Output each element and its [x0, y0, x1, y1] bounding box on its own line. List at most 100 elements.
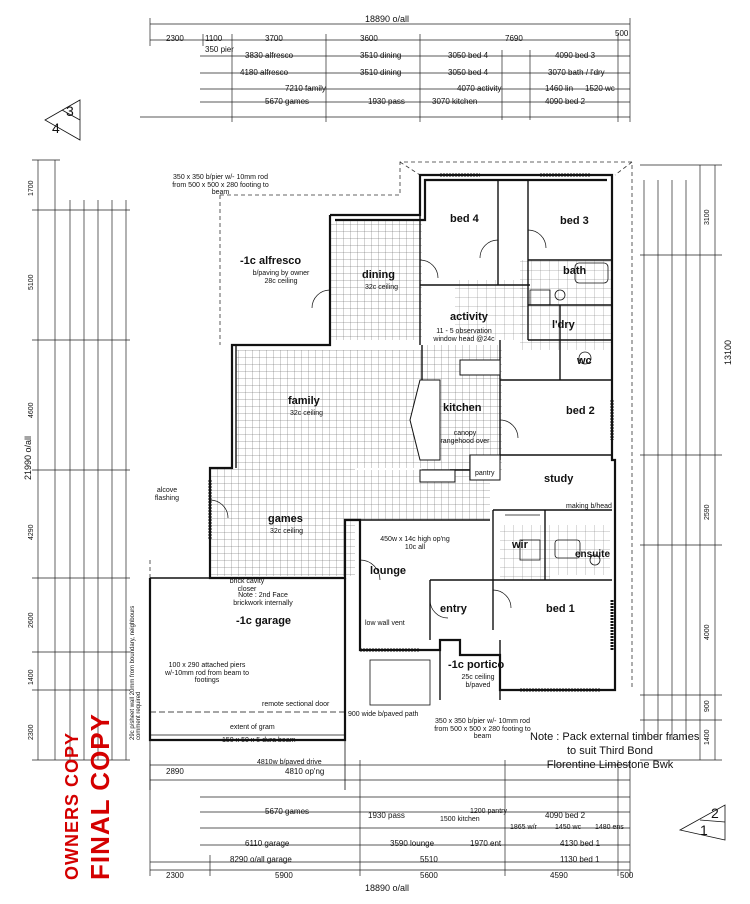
note-line-1: to suit Third Bond	[566, 745, 653, 757]
room-games-note: 32c ceiling	[270, 528, 304, 535]
room-garage: -1c garage	[236, 615, 292, 627]
room-dining-note: 32c ceiling	[365, 284, 399, 291]
top-dimension-lines	[140, 18, 631, 122]
right-seg-4: 1400	[704, 729, 711, 745]
left-seg-6: 2300	[28, 724, 35, 740]
bottom-row1-3: 1865 w/r	[510, 824, 537, 831]
driveway-note: 4810w b/paved drive	[257, 759, 322, 766]
room-activity-note: 11 - 5 observation window head @24c	[433, 328, 495, 343]
left-seg-1: 5100	[28, 274, 35, 290]
bottom-row2-0: 6110 garage	[245, 839, 290, 848]
bottom-row1-5: 1480 ens	[595, 824, 624, 831]
left-seg-3: 4290	[28, 524, 35, 540]
top-row0-2: 3510 dining	[360, 51, 402, 60]
garage-front	[149, 659, 431, 790]
right-dimension-lines	[640, 164, 722, 761]
left-seg-2: 4600	[28, 402, 35, 418]
bottom-row3-0: 8290 o/all garage	[230, 855, 292, 864]
left-seg-5: 1400	[28, 669, 35, 685]
remote-door-note: remote sectional door	[262, 701, 330, 708]
top-row2-0: 7210 family	[285, 84, 326, 93]
room-alfresco-note: b/paving by owner 28c ceiling	[252, 270, 310, 285]
top-row0-3: 3050 bed 4	[448, 51, 489, 60]
attached-piers-note: 100 x 290 attached piers w/-10mm rod fro…	[164, 662, 250, 685]
top-row1-0: 4180 alfresco	[240, 68, 289, 77]
final-copy-stamp: OWNERS COPY FINAL COPY	[62, 713, 116, 880]
room-activity: activity	[450, 311, 488, 323]
right-seg-1: 2590	[704, 504, 711, 520]
note-line-0: Note : Pack external timber frames	[530, 731, 700, 743]
room-kitchen: kitchen	[443, 402, 482, 414]
top-seg-3: 3600	[360, 34, 378, 43]
pier-note-bottom: 350 x 350 b/pier w/- 10mm rod from 500 x…	[434, 718, 531, 741]
room-wir: wir	[512, 539, 528, 551]
bottom-seg-3: 4590	[550, 871, 568, 880]
bottom-row3-2: 1130 bed 1	[560, 855, 600, 864]
right-seg-3: 900	[704, 700, 711, 712]
beam-note: 150 x 50 x 5 dura beam	[222, 737, 296, 744]
room-garage-note: Note : 2nd Face brickwork internally	[233, 592, 293, 607]
page-mark-top-a: 3	[66, 103, 74, 119]
room-bed4: bed 4	[450, 213, 479, 225]
bottom-row1-4: 1450 wc	[555, 824, 582, 831]
bottom-row1-2: 1200 pantry	[470, 808, 507, 815]
fixtures	[505, 262, 609, 566]
bottom-row2-3: 4130 bed 1	[560, 839, 601, 848]
left-dimension-lines	[32, 159, 130, 761]
top-row3-2: 3070 kitchen	[432, 97, 478, 106]
low-wall-note: low wall vent	[365, 620, 405, 627]
makings-note: making b/head	[566, 503, 612, 510]
left-seg-0: 1700	[28, 180, 35, 196]
room-wc: wc	[577, 355, 592, 367]
kitchen-benches	[409, 359, 501, 483]
top-seg-5: 500	[615, 29, 629, 38]
bottom-row0-0: 2890	[166, 767, 184, 776]
left-seg-4: 2600	[28, 612, 35, 628]
room-games: games	[268, 513, 303, 525]
top-row2-3: 1520 wc	[585, 84, 615, 93]
top-row0-0: 350 pier	[205, 45, 234, 54]
note-line-2: Florentine Limestone Bwk	[546, 759, 674, 771]
top-seg-0: 2300	[166, 34, 184, 43]
room-portico: -1c portico	[448, 659, 505, 671]
doors	[209, 229, 547, 619]
room-ldry: l'dry	[552, 319, 575, 331]
room-alfresco: -1c alfresco	[240, 255, 302, 267]
page-marks	[44, 99, 726, 841]
alcove-note: alcove flashing	[154, 487, 180, 502]
bottom-total-dim: 18890 o/all	[365, 883, 410, 893]
top-seg-2: 3700	[265, 34, 283, 43]
room-kitchen-note: canopy rangehood over	[440, 430, 490, 445]
left-total-dim: 21990 o/all	[23, 435, 33, 480]
bottom-row2-2: 1970 ent	[470, 839, 502, 848]
bottom-row0-1: 4810 op'ng	[285, 767, 325, 776]
bottom-row3-1: 5510	[420, 855, 438, 864]
stamp-line2: FINAL COPY	[85, 713, 115, 880]
windows	[208, 173, 614, 692]
top-row3-0: 5670 games	[265, 97, 310, 106]
top-row1-1: 3510 dining	[360, 68, 402, 77]
bottom-row0-3: 4090 bed 2	[545, 811, 586, 820]
top-row0-1: 3830 alfresco	[245, 51, 294, 60]
room-bath: bath	[563, 265, 587, 277]
pantry-note: pantry	[475, 470, 495, 477]
page-mark-bottom-b: 1	[700, 822, 708, 838]
stamp-line1: OWNERS COPY	[62, 731, 82, 880]
top-row3-1: 1930 pass	[368, 97, 405, 106]
top-row2-1: 4070 activity	[457, 84, 502, 93]
room-entry: entry	[440, 603, 467, 615]
pier-note: 350 x 350 b/pier w/- 10mm rod from 500 x…	[172, 174, 269, 197]
right-seg-0: 3100	[704, 209, 711, 225]
bottom-seg-1: 5900	[275, 871, 293, 880]
top-row1-2: 3050 bed 4	[448, 68, 489, 77]
boundary-note: 29c p/sheet wall 20mm from boundary, nei…	[130, 605, 142, 740]
room-family-note: 32c ceiling	[290, 410, 324, 417]
extent-gram-note: extent of gram	[230, 724, 275, 731]
room-lounge: lounge	[370, 565, 407, 577]
room-portico-note: 25c ceiling b/paved	[461, 674, 495, 689]
top-row3-3: 4090 bed 2	[545, 97, 586, 106]
bottom-row0-2: 1930 pass	[368, 811, 405, 820]
page-mark-top-b: 4	[52, 120, 60, 136]
top-seg-4: 7690	[505, 34, 523, 43]
top-total-dim: 18890 o/all	[365, 14, 410, 24]
